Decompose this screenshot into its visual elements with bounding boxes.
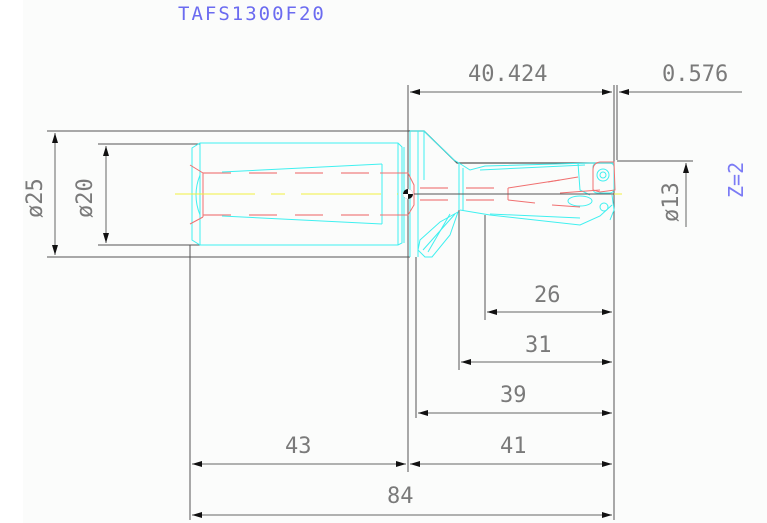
dim-84: 84 xyxy=(387,484,414,509)
dim-dia-25: ø25 xyxy=(23,178,48,218)
drawing-title: TAFS1300F20 xyxy=(178,3,326,25)
dim-26: 26 xyxy=(534,283,561,308)
dim-41: 41 xyxy=(500,434,527,459)
drawing-canvas xyxy=(23,0,767,523)
dim-0-576: 0.576 xyxy=(662,62,728,87)
drill-tool-body xyxy=(175,130,622,258)
dimension-top: 40.424 0.576 xyxy=(407,62,742,520)
flutes-label: Z=2 xyxy=(724,162,748,198)
dim-dia-20: ø20 xyxy=(73,178,98,218)
dimension-diameter-right: ø13 Z=2 xyxy=(617,160,748,227)
dimension-lengths-right: 26 31 39 xyxy=(415,210,612,418)
dimension-lengths-bottom: 43 41 84 xyxy=(189,245,612,520)
dimension-diameters-left: ø25 ø20 xyxy=(23,130,410,258)
dim-43: 43 xyxy=(285,434,312,459)
dim-31: 31 xyxy=(525,333,552,358)
dim-39: 39 xyxy=(500,383,527,408)
dim-dia-13: ø13 xyxy=(659,182,684,222)
dim-40-424: 40.424 xyxy=(468,62,547,87)
